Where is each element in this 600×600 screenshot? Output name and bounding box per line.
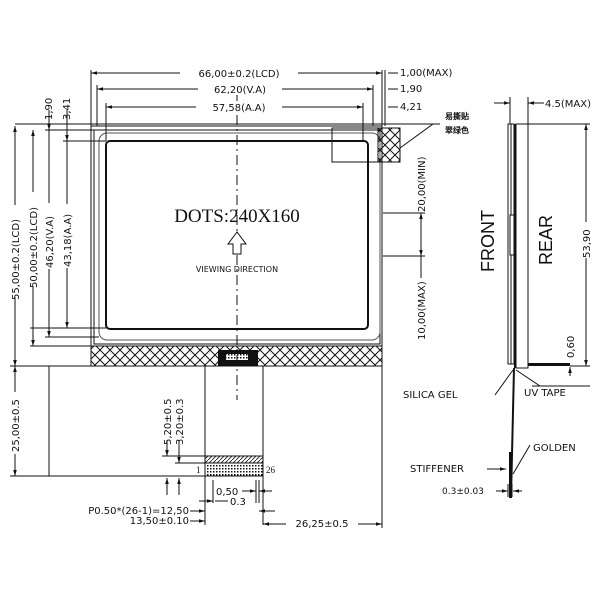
peel-tab-note: 易撕贴 翠绿色 (399, 111, 469, 149)
viewing-direction-label: VIEWING DIRECTION (196, 265, 278, 274)
stiffener-thickness-label: 0.3±0.03 (442, 487, 484, 497)
dim-lcd-width: 66,00±0.2(LCD) (199, 69, 280, 80)
fpc-gold-fingers (204, 462, 264, 477)
pin-1-label: 1 (196, 465, 201, 475)
dim-side-height: 53,90 (582, 229, 593, 258)
dim-fpc-d1: 5,20±0.5 (163, 398, 174, 445)
top-dimensions: 66,00±0.2(LCD) 62,20(V.A) 57,58(A.A) 1,0… (15, 66, 452, 141)
stiffener-bar (509, 452, 512, 498)
pin-26-label: 26 (266, 465, 276, 475)
dim-tab-min: 20,00(MIN) (417, 156, 428, 212)
silica-gel-label: SILICA GEL (403, 390, 458, 401)
golden-label: GOLDEN (533, 443, 576, 454)
svg-text:易撕贴: 易撕贴 (445, 111, 469, 121)
dim-fpc-length: 25,00±0.5 (11, 399, 22, 452)
dim-thickness: 4.5(MAX) (545, 99, 591, 110)
dim-pitch: 0,50 (216, 487, 238, 498)
dim-right-3: 4,21 (400, 102, 422, 113)
dim-right-1: 1,00(MAX) (400, 68, 452, 79)
fpc-tail: 1 26 5,20±0.5 3,20±0.3 0,50 0.3 P0.50*(2… (88, 366, 383, 530)
dim-aa-width: 57,58(A.A) (212, 103, 265, 114)
dim-right-2: 1,90 (400, 84, 422, 95)
dim-fpc-d2: 3,20±0.3 (175, 398, 186, 445)
dim-fpc-width: 13,50±0.10 (130, 516, 189, 527)
dim-lcd-height-inner: 50,00±0.2(LCD) (29, 207, 40, 288)
front-view: DOTS:240X160 VIEWING DIRECTION (90, 95, 401, 400)
dim-va-height: 46,20(V.A) (45, 216, 56, 268)
dim-tab-max: 10,00(MAX) (417, 281, 428, 340)
dim-lcd-height-outer: 55,00±0.2(LCD) (11, 219, 22, 300)
dim-side-gap: 0,60 (566, 336, 577, 358)
dim-pitch-total: P0.50*(26-1)=12,50 (88, 506, 189, 517)
left-dimensions: 1,90 3,41 55,00±0.2(LCD) 50,00±0.2(LCD) … (8, 98, 205, 477)
tab-dimensions: 20,00(MIN) 10,00(MAX) (383, 156, 428, 340)
svg-text:翠绿色: 翠绿色 (445, 125, 469, 135)
dim-top-1: 1,90 (44, 98, 55, 120)
dim-va-width: 62,20(V.A) (214, 85, 266, 96)
uv-tape-label: UV TAPE (524, 388, 566, 399)
dim-aa-height: 43,18(A.A) (63, 214, 74, 267)
dim-offset-right: 26,25±0.5 (296, 519, 349, 530)
front-label: FRONT (478, 210, 498, 272)
dim-pin-width: 0.3 (230, 497, 246, 508)
va-outline (98, 132, 381, 341)
uv-tape-bar (528, 363, 570, 366)
stiffener-label: STIFFENER (410, 464, 464, 475)
dim-top-2: 3,41 (62, 98, 73, 120)
dots-label: DOTS:240X160 (174, 206, 300, 227)
easy-peel-tab (377, 127, 401, 163)
fpc-stiffener (204, 455, 264, 464)
side-view: 4.5(MAX) 53,90 0,60 FRONT REAR SILICA GE… (403, 97, 593, 499)
viewing-direction-arrow-icon (227, 231, 247, 255)
rear-label: REAR (536, 215, 556, 265)
